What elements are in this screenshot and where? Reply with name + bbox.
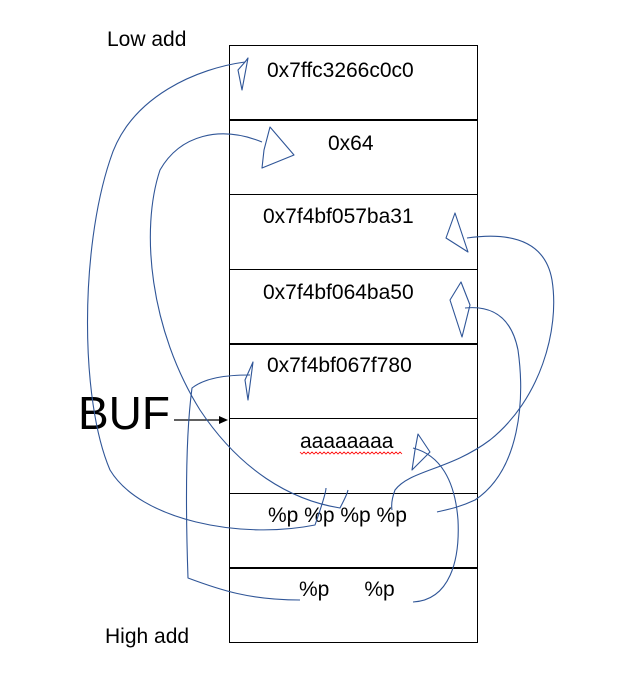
curve-arrow-4 (436, 307, 522, 513)
stack-column: 0x7ffc3266c0c0 0x64 0x7f4bf057ba31 0x7f4… (229, 45, 478, 643)
stack-cell-0-text: 0x7ffc3266c0c0 (267, 59, 414, 82)
stack-cell-3-text: 0x7f4bf064ba50 (263, 281, 414, 304)
stack-cell-4-text: 0x7f4bf067f780 (267, 354, 412, 377)
arrowhead-3 (445, 212, 469, 253)
stack-cell-6-text: %p %p %p %p (268, 504, 407, 527)
curve-arrow-2 (149, 133, 349, 509)
arrowhead-1 (237, 57, 249, 91)
stack-cell-3: 0x7f4bf064ba50 (229, 269, 478, 345)
stack-cell-7: %p %p (229, 567, 478, 643)
stack-cell-0: 0x7ffc3266c0c0 (229, 45, 478, 121)
arrowhead-2 (261, 126, 295, 169)
low-address-label: Low add (107, 28, 187, 51)
curve-arrow-3 (391, 235, 555, 511)
buf-label: BUF (78, 387, 170, 439)
curve-arrow-6 (412, 447, 459, 603)
buf-pointer-arrow (174, 416, 228, 424)
arrowhead-5 (244, 361, 254, 401)
arrowhead-4 (449, 281, 471, 338)
curve-arrow-1 (86, 61, 327, 531)
curve-arrow-5 (185, 374, 301, 601)
stack-cell-1-text: 0x64 (328, 132, 374, 155)
stack-cell-6: %p %p %p %p (229, 493, 478, 569)
stack-cell-7-text: %p %p (299, 578, 395, 601)
spellcheck-squiggle (299, 451, 403, 455)
stack-cell-5-text: aaaaaaaa (300, 430, 394, 453)
stack-cell-2-text: 0x7f4bf057ba31 (263, 205, 414, 228)
arrowhead-6 (411, 433, 431, 471)
high-address-label: High add (105, 625, 190, 648)
